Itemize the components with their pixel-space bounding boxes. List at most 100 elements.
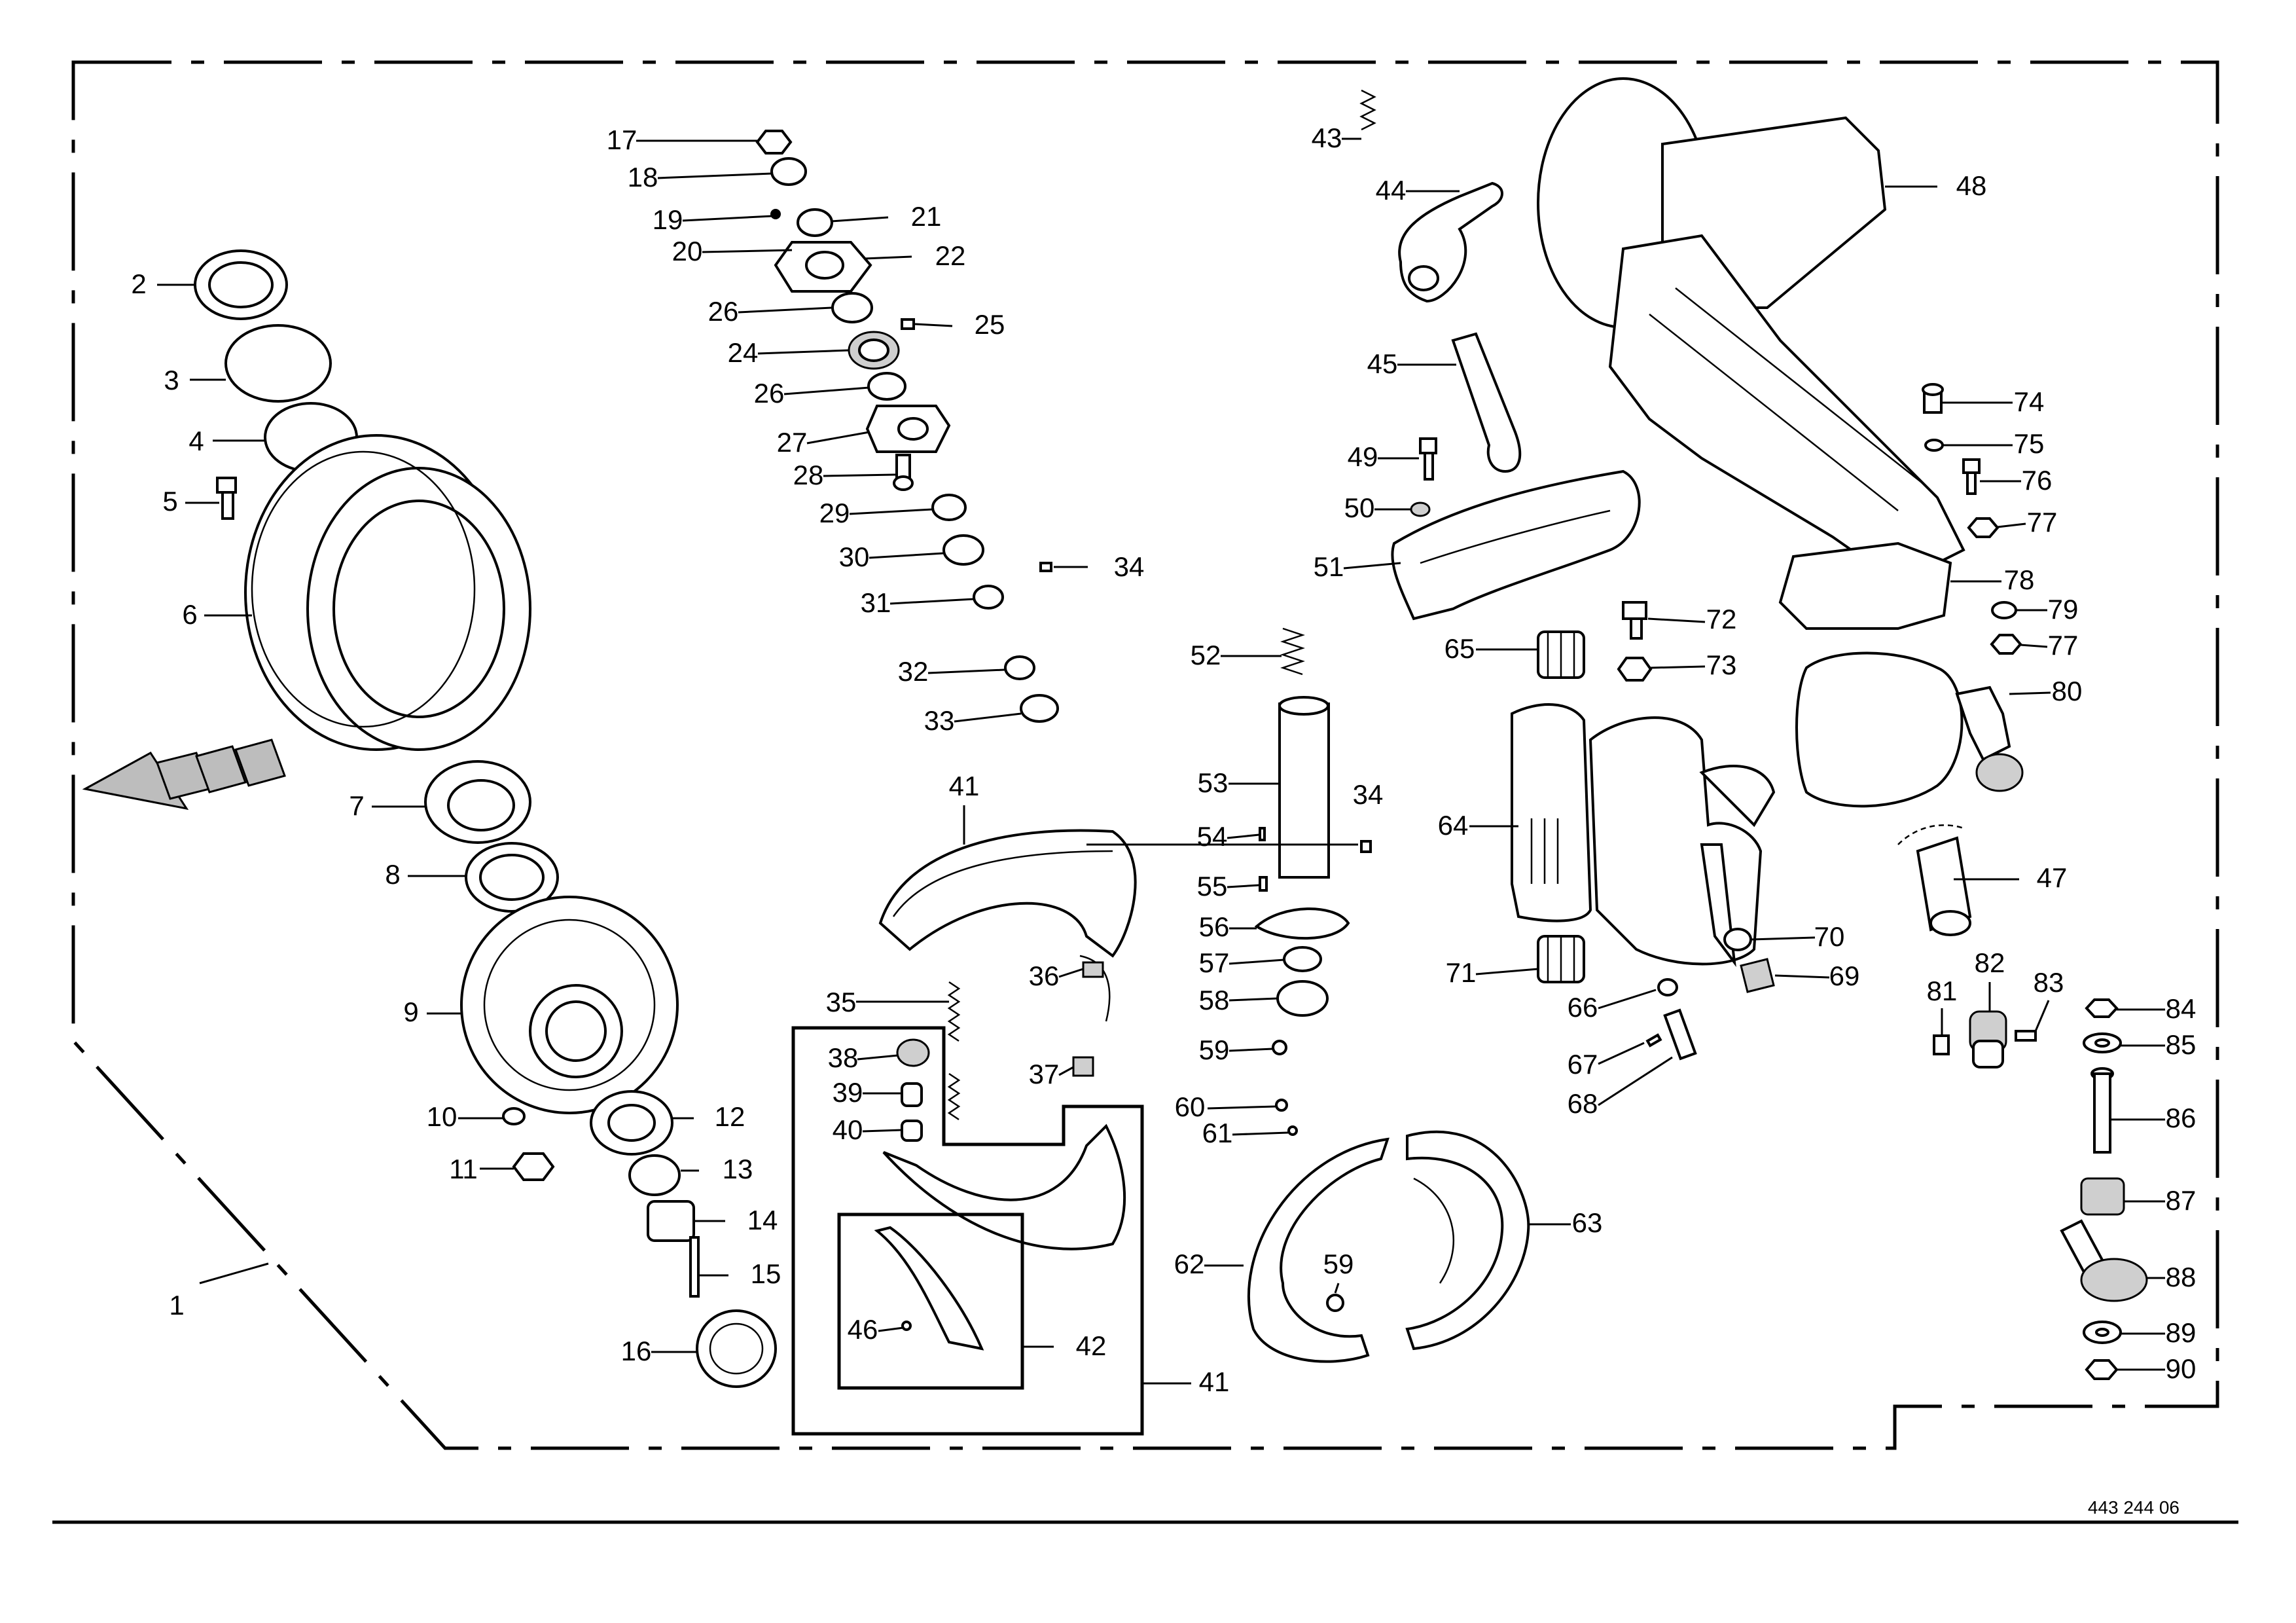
callout-73: 73 [1706, 649, 1737, 680]
leader-lines [157, 137, 2165, 1385]
callout-48: 48 [1956, 170, 1987, 201]
callout-84: 84 [2166, 993, 2197, 1024]
leader-line [857, 1054, 899, 1061]
leader-line [1598, 989, 1657, 1010]
callout-55: 55 [1197, 871, 1228, 902]
callout-87: 87 [2166, 1185, 2197, 1216]
callout-34-b: 34 [1353, 779, 1384, 810]
callout-47: 47 [2037, 862, 2068, 893]
callout-41-b: 41 [1199, 1366, 1230, 1397]
callout-74: 74 [2014, 386, 2045, 417]
callout-82: 82 [1975, 947, 2005, 978]
callout-59-a: 59 [1199, 1034, 1230, 1065]
leader-line [1232, 1131, 1289, 1136]
leader-line [863, 255, 912, 260]
leader-line [1229, 997, 1278, 1002]
part-10-nut [502, 1107, 526, 1125]
callout-21: 21 [911, 201, 942, 232]
part-9-hub [460, 896, 679, 1114]
leader-line [657, 172, 773, 179]
part-72-bolt [1622, 601, 1647, 640]
part-37-connector [1072, 1056, 1094, 1077]
part-61-screw [1287, 1125, 1298, 1136]
leader-line [1598, 1042, 1645, 1065]
callout-61: 61 [1202, 1118, 1233, 1148]
part-77b-nut [1990, 634, 2022, 655]
callout-39: 39 [833, 1077, 863, 1108]
part-34b-screw [1360, 840, 1372, 853]
callout-66: 66 [1568, 992, 1598, 1023]
part-82-lever [1969, 1010, 2007, 1068]
leader-line [1647, 617, 1706, 623]
callout-17: 17 [607, 124, 637, 155]
part-87-bushing [2080, 1177, 2125, 1216]
part-43-spring [1359, 89, 1376, 131]
callout-79: 79 [2048, 594, 2079, 625]
callout-85: 85 [2166, 1029, 2197, 1060]
leader-line [702, 249, 793, 253]
part-31-ring [973, 585, 1004, 610]
part-35-spring [947, 981, 961, 1121]
part-90-nut [2085, 1359, 2119, 1380]
callout-12: 12 [715, 1101, 745, 1132]
part-49-bolt [1419, 437, 1437, 481]
leader-line [806, 431, 870, 445]
callout-64: 64 [1438, 810, 1469, 841]
callout-40: 40 [833, 1114, 863, 1145]
callout-88: 88 [2166, 1262, 2197, 1292]
part-7-bearing [424, 760, 531, 844]
part-84-nut [2085, 998, 2119, 1018]
leader-line [954, 712, 1022, 723]
part-85-washer [2083, 1032, 2122, 1053]
part-60-screw [1275, 1099, 1288, 1112]
leader-line [849, 508, 933, 515]
callout-38: 38 [828, 1042, 859, 1073]
part-42-lining [874, 1226, 984, 1351]
part-40-roller [901, 1120, 923, 1142]
part-78-carrier-bracket [1778, 541, 1952, 630]
callout-6: 6 [182, 599, 197, 630]
leader-line [831, 216, 889, 223]
part-53-tube [1278, 696, 1330, 879]
part-32-ring [1004, 655, 1035, 680]
callout-62: 62 [1174, 1249, 1205, 1279]
callout-80: 80 [2052, 676, 2083, 706]
leader-line [199, 1262, 269, 1285]
part-12-bearing [590, 1090, 673, 1156]
callout-7: 7 [349, 790, 364, 821]
callout-16: 16 [621, 1336, 652, 1366]
leader-line [682, 215, 773, 222]
callout-57: 57 [1199, 947, 1230, 978]
callout-9: 9 [403, 996, 418, 1027]
callout-28: 28 [793, 460, 824, 490]
callout-33: 33 [924, 705, 955, 736]
callout-24: 24 [728, 337, 759, 368]
brake-shoe-kit-box [791, 1026, 1144, 1436]
part-79-washer [1991, 601, 2017, 619]
part-33-ring [1020, 694, 1059, 723]
callout-43: 43 [1312, 122, 1342, 153]
callout-58: 58 [1199, 985, 1230, 1015]
leader-line [1475, 968, 1539, 976]
part-47-sleeve [1897, 824, 1972, 936]
part-77a-nut [1967, 517, 2000, 538]
leader-line [1750, 936, 1816, 941]
part-44-slack-adjuster [1398, 181, 1503, 303]
part-51-bracket [1391, 469, 1641, 621]
part-71-needle-bearing [1537, 935, 1585, 983]
callout-63: 63 [1572, 1207, 1603, 1238]
callout-71: 71 [1446, 957, 1477, 988]
callout-19: 19 [653, 204, 683, 235]
callout-26-b: 26 [754, 378, 785, 409]
leader-line [1650, 665, 1706, 669]
callout-25: 25 [975, 309, 1005, 340]
part-57-ring [1283, 946, 1322, 972]
part-5-bolt [216, 477, 237, 520]
callout-51: 51 [1314, 551, 1344, 582]
leader-line [2009, 691, 2051, 695]
callout-90: 90 [2166, 1353, 2197, 1384]
leader-line [1207, 1105, 1277, 1110]
part-59b-nut [1326, 1294, 1344, 1312]
